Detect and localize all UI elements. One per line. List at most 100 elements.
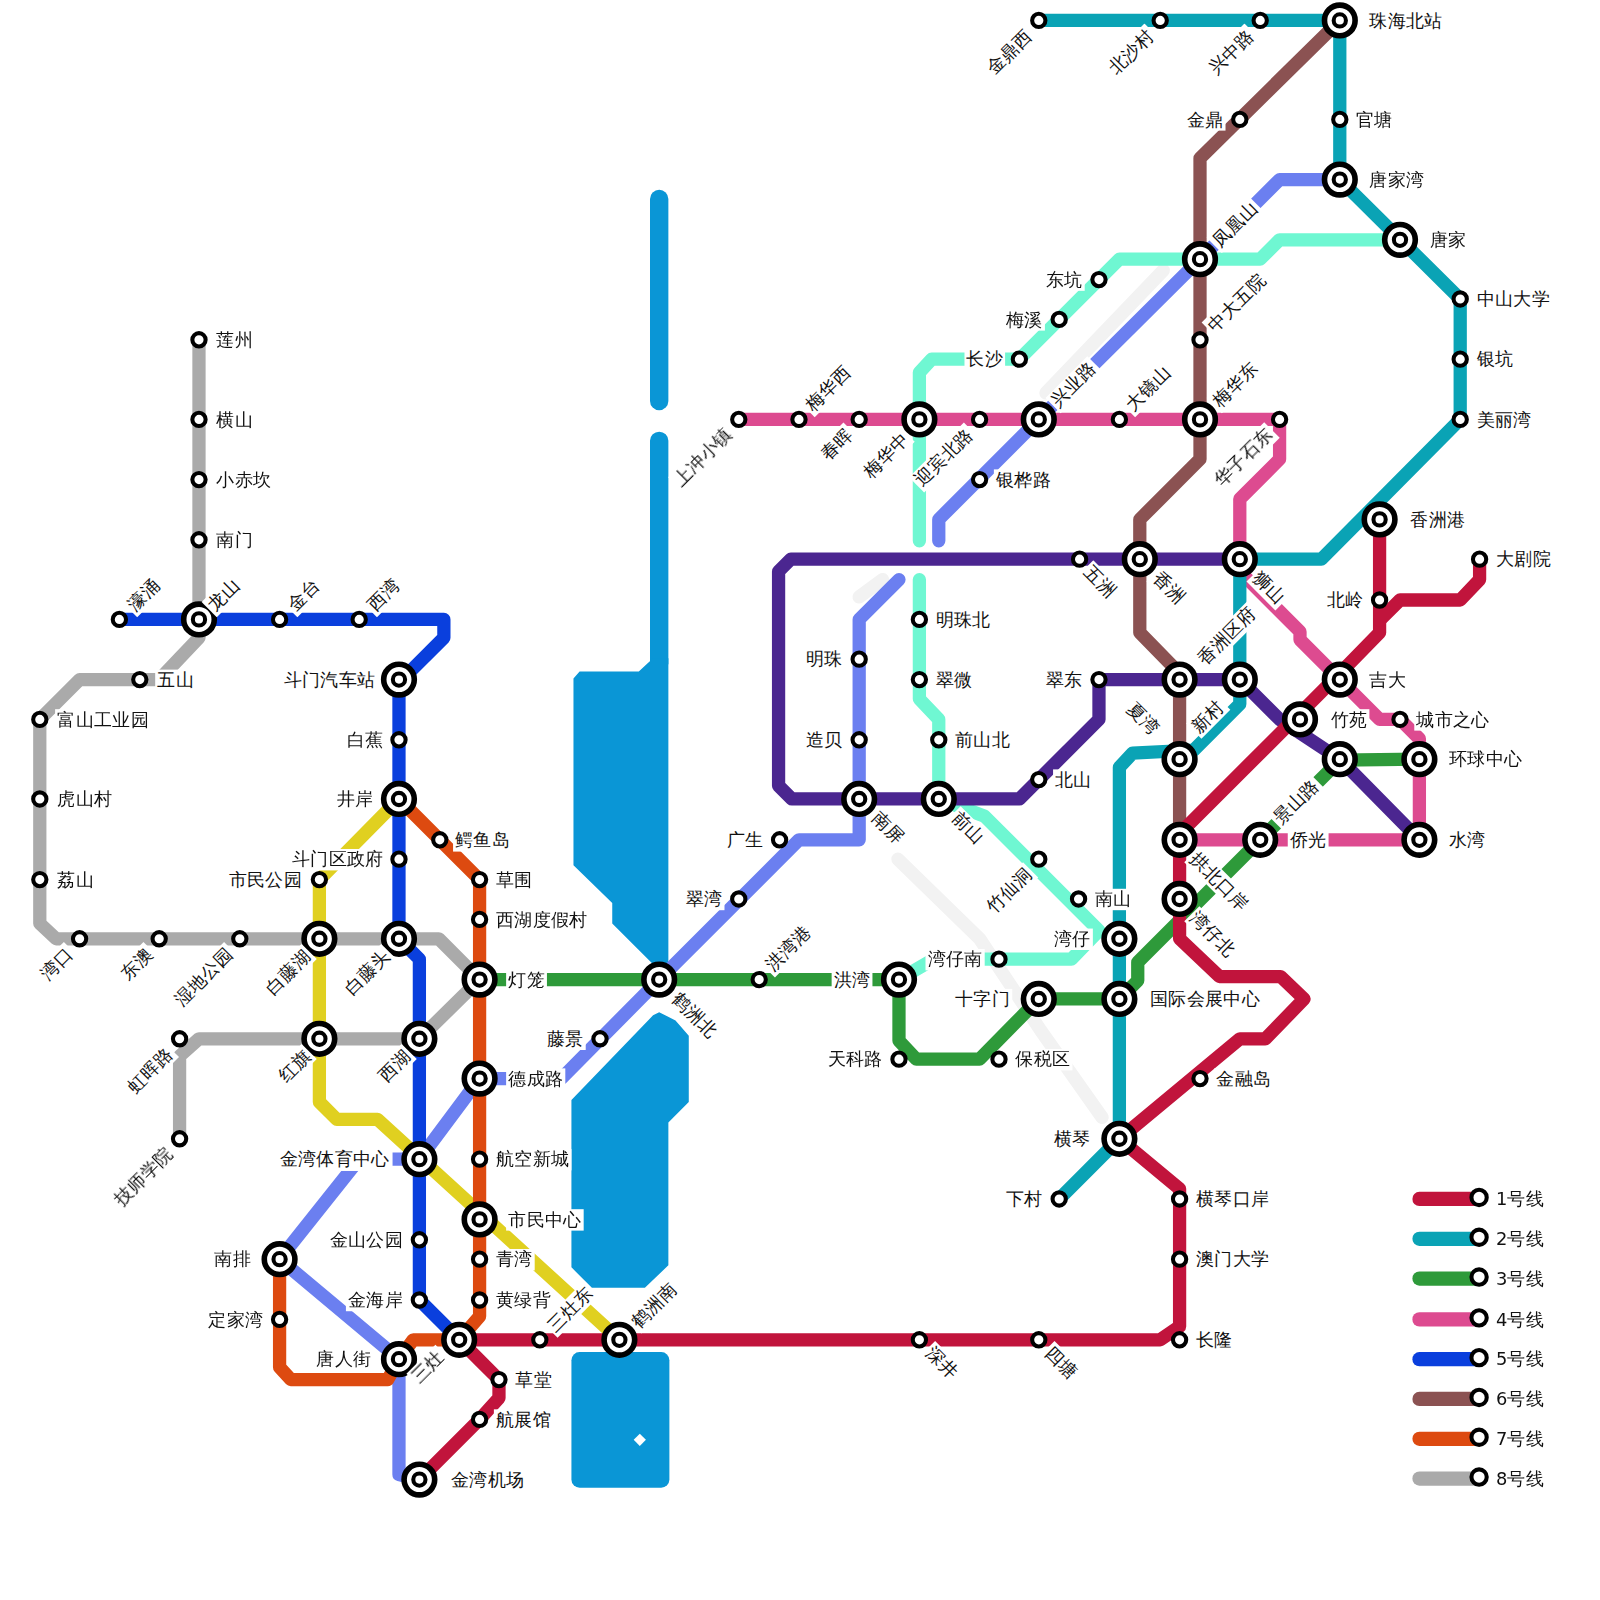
interchange-ring [1104, 984, 1135, 1015]
station-label: 富山工业园 [55, 709, 151, 730]
station-label: 草围 [494, 869, 535, 890]
station-label: 水湾 [1447, 829, 1488, 850]
legend-text: 3号线 [1496, 1268, 1544, 1289]
interchange-ring [1164, 824, 1195, 855]
station-label: 兴中路 [1203, 23, 1260, 80]
station-label: 五洲 [1078, 560, 1122, 604]
legend-swatch [1412, 1392, 1481, 1406]
station-dot [392, 733, 405, 746]
legend-dot [1469, 1267, 1488, 1286]
station-dot [413, 1293, 426, 1306]
station-label: 大剧院 [1494, 548, 1553, 569]
interchange-ring [1124, 544, 1155, 575]
station-label: 梅华东 [1207, 356, 1264, 413]
station-label: 红旗 [273, 1043, 317, 1087]
interchange-ring [1185, 404, 1216, 435]
station-dot [273, 1313, 286, 1326]
station-label: 金湾机场 [449, 1469, 527, 1490]
station-dot [1333, 113, 1346, 126]
legend-entry: 8号线 [1412, 1466, 1544, 1490]
river [650, 441, 668, 663]
station-dot [353, 613, 366, 626]
station-label: 虎山村 [55, 788, 114, 809]
station-label: 城市之心 [1414, 709, 1492, 730]
interchange-ring [1404, 744, 1435, 775]
station-dot [1032, 1333, 1045, 1346]
interchange-ring [1164, 884, 1195, 915]
station-dot [1273, 413, 1286, 426]
station-label: 国际会展中心 [1148, 988, 1262, 1009]
station-dot [133, 673, 146, 686]
station-dot [192, 413, 205, 426]
station-dot [753, 973, 766, 986]
station-label: 青湾 [494, 1248, 535, 1269]
legend-swatch [1412, 1192, 1481, 1206]
station-label: 鹤洲南 [626, 1276, 683, 1333]
station-label: 天科路 [826, 1048, 885, 1069]
station-label: 竹苑 [1329, 709, 1370, 730]
station-label: 金海岸 [346, 1289, 405, 1310]
interchange-ring [1385, 224, 1416, 255]
station-label: 斗门汽车站 [282, 669, 378, 690]
interchange-ring [1364, 504, 1395, 535]
station-label: 唐家 [1428, 229, 1469, 250]
legend-text: 2号线 [1496, 1228, 1544, 1249]
station-dot [1454, 292, 1467, 305]
line-6 [1140, 20, 1340, 839]
station-label: 官塘 [1354, 109, 1395, 130]
station-dot [1013, 353, 1026, 366]
interchange-ring [304, 1023, 335, 1054]
station-label: 金湾体育中心 [278, 1148, 392, 1169]
station-dot [1154, 14, 1167, 27]
station-label: 草堂 [513, 1369, 554, 1390]
interchange-ring [1404, 824, 1435, 855]
station-label: 翠微 [934, 669, 975, 690]
interchange-ring [264, 1244, 295, 1275]
line-1 [419, 519, 1379, 1479]
line-mint [899, 580, 1099, 980]
station-label: 白藤头 [339, 943, 396, 1000]
station-label: 下村 [1004, 1188, 1045, 1209]
station-dot [1032, 14, 1045, 27]
station-label: 香洲港 [1408, 509, 1467, 530]
station-dot [33, 792, 46, 805]
station-dot [1454, 353, 1467, 366]
station-dot [192, 333, 205, 346]
interchange-ring [1224, 664, 1255, 695]
station-label: 景山路 [1268, 773, 1325, 830]
legend-swatch [1412, 1352, 1481, 1366]
station-dot [853, 733, 866, 746]
station-label: 春晖 [815, 422, 859, 466]
interchange-ring [1324, 744, 1355, 775]
station-dot [593, 1032, 606, 1045]
station-label: 五山 [155, 669, 196, 690]
station-dot [473, 1293, 486, 1306]
interchange-ring [464, 1063, 495, 1094]
station-dot [33, 713, 46, 726]
interchange-ring [304, 923, 335, 954]
stations [33, 5, 1486, 1495]
station-label: 南屏 [866, 806, 910, 850]
station-label: 航空新城 [494, 1148, 572, 1169]
station-label: 香洲区府 [1192, 601, 1262, 671]
line-1 [1380, 559, 1480, 620]
station-label: 华子石东 [1209, 422, 1279, 492]
station-label: 定家湾 [206, 1309, 265, 1330]
station-label: 前山 [945, 806, 989, 850]
legend-entry: 7号线 [1412, 1427, 1544, 1451]
station-label: 市民公园 [227, 869, 305, 890]
legend-dot [1469, 1467, 1488, 1486]
legend-swatch [1412, 1232, 1481, 1246]
line-yellow [319, 799, 619, 1340]
interchange-ring [604, 1324, 635, 1355]
station-label: 湿地公园 [169, 941, 239, 1011]
line-purple [779, 559, 1420, 840]
station-dot [1053, 313, 1066, 326]
station-label: 拱北口岸 [1184, 847, 1254, 917]
station-label: 大镜山 [1120, 360, 1177, 417]
station-dot [932, 733, 945, 746]
station-dot [792, 413, 805, 426]
station-dot [73, 932, 86, 945]
station-label: 北岭 [1324, 589, 1365, 610]
